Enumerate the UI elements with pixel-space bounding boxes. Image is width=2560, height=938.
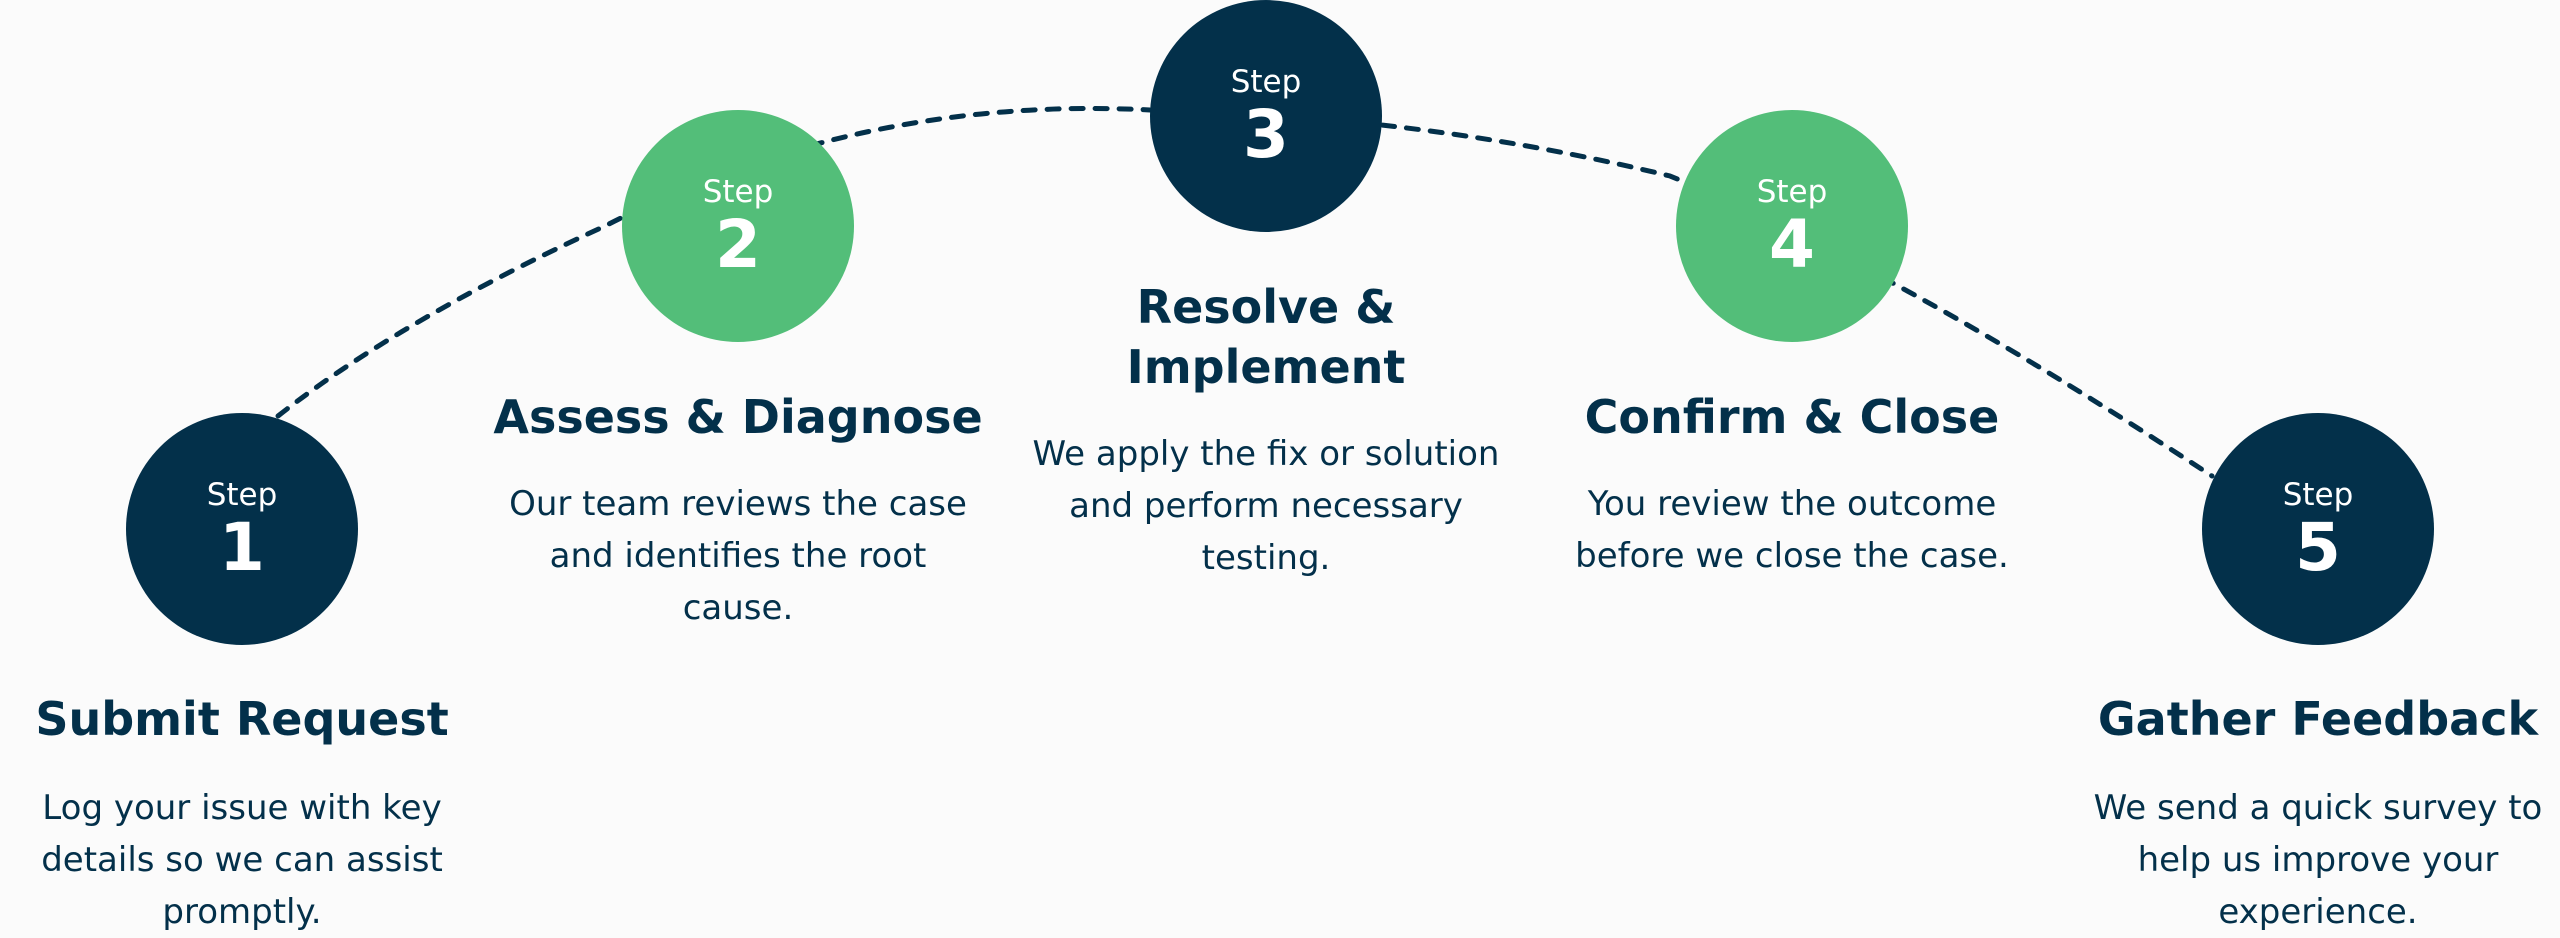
step-3-title: Resolve & Implement — [1126, 280, 1406, 394]
step-3-number: 3 — [1243, 96, 1289, 173]
step-5-label: Step — [2282, 477, 2354, 513]
step-1-label: Step — [206, 477, 278, 513]
step-4-circle: Step 4 — [1676, 110, 1908, 342]
step-1-description: Log your issue with key details so we ca… — [41, 788, 443, 932]
step-2-circle: Step 2 — [622, 110, 854, 342]
step-5-description: We send a quick survey to help us improv… — [2093, 788, 2543, 932]
step-2-title: Assess & Diagnose — [493, 390, 983, 444]
step-4-description: You review the outcome before we close t… — [1575, 484, 2009, 576]
step-5-circle: Step 5 — [2202, 413, 2434, 645]
step-1-number: 1 — [219, 509, 265, 586]
step-1-circle: Step 1 — [126, 413, 358, 645]
step-5-title: Gather Feedback — [2097, 692, 2539, 746]
step-3-description: We apply the fix or solution and perform… — [1032, 434, 1500, 578]
step-2-number: 2 — [715, 206, 761, 283]
step-3-circle: Step 3 — [1150, 0, 1382, 232]
step-4-number: 4 — [1769, 206, 1815, 283]
step-4-title: Confirm & Close — [1584, 390, 2000, 444]
step-5-number: 5 — [2295, 509, 2341, 586]
step-2-label: Step — [702, 174, 774, 210]
step-3-label: Step — [1230, 64, 1302, 100]
step-4-label: Step — [1756, 174, 1828, 210]
step-1-title: Submit Request — [35, 692, 449, 746]
step-2-description: Our team reviews the case and identifies… — [509, 484, 967, 628]
